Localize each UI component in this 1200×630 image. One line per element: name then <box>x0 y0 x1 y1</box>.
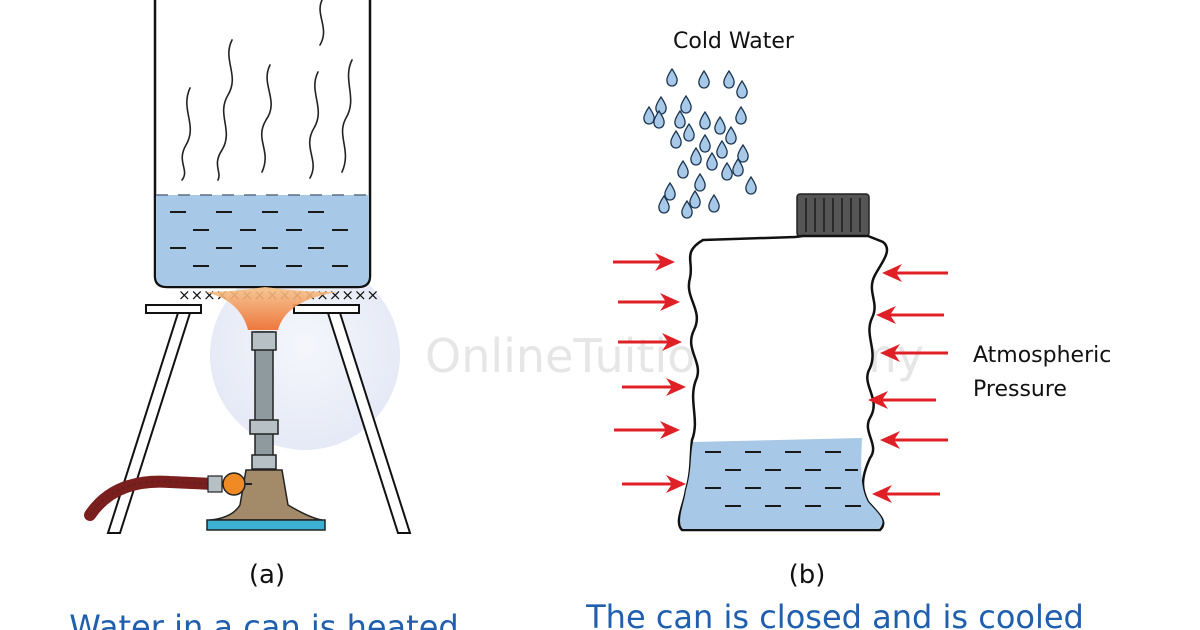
water-drop <box>721 161 733 181</box>
panel-a: ×××××××××××××××× (a) Water in a can is h… <box>69 0 459 630</box>
pressure-arrow <box>882 264 948 282</box>
bottle-cap-icon <box>796 193 870 237</box>
cold-water-label: Cold Water <box>673 29 795 54</box>
pressure-arrow <box>880 431 948 449</box>
panel-b: Cold Water Atmospheric Pressure (b) <box>585 29 1111 630</box>
water-drop <box>694 172 706 192</box>
water-drop <box>725 125 737 145</box>
panel-a-caption: Water in a can is heated <box>69 608 458 630</box>
water-drop <box>699 110 711 130</box>
pressure-label-line1: Atmospheric <box>973 343 1111 368</box>
water-drop <box>689 189 701 209</box>
water-drop <box>683 122 695 142</box>
water-drop <box>664 181 676 201</box>
pressure-arrow <box>613 253 675 271</box>
water-drop <box>737 143 749 163</box>
pressure-arrow <box>880 344 948 362</box>
pressure-arrow <box>618 333 682 351</box>
pressure-label-line2: Pressure <box>973 377 1067 402</box>
flame-icon <box>205 287 338 330</box>
water-drop <box>690 146 702 166</box>
cold-water-drops-icon <box>643 67 757 219</box>
water-drop <box>735 105 747 125</box>
water-drop <box>681 199 693 219</box>
pressure-arrows <box>613 253 948 503</box>
water-drop <box>714 115 726 135</box>
water-drop <box>674 109 686 129</box>
pressure-arrow <box>872 485 940 503</box>
pressure-arrow <box>622 378 686 396</box>
water-drop <box>655 95 667 115</box>
water-drop <box>716 139 728 159</box>
water-drop <box>699 133 711 153</box>
water-drop <box>732 157 744 177</box>
steam-icon <box>181 0 353 181</box>
water-drop <box>666 67 678 87</box>
pressure-arrow <box>868 391 936 409</box>
pressure-arrow <box>622 475 686 493</box>
water-drop <box>745 175 757 195</box>
tripod-stand <box>106 312 412 534</box>
water-drop <box>680 94 692 114</box>
pressure-arrow <box>614 421 680 439</box>
panel-b-caption: The can is closed and is cooled <box>585 598 1084 630</box>
water-drop <box>677 159 689 179</box>
pressure-arrow <box>876 306 944 324</box>
water-drop <box>706 151 718 171</box>
panel-a-label: (a) <box>249 560 285 590</box>
water-drop <box>658 194 670 214</box>
pressure-arrow <box>618 293 680 311</box>
water-drop <box>708 193 720 213</box>
water-drop <box>670 129 682 149</box>
water-dashes-b <box>705 451 861 507</box>
water-a <box>156 195 369 286</box>
water-drop <box>723 69 735 89</box>
water-drop <box>643 105 655 125</box>
panel-b-label: (b) <box>789 560 826 590</box>
water-dashes-a <box>170 211 348 267</box>
water-drop <box>736 79 748 99</box>
water-drop <box>653 109 665 129</box>
water-drop <box>698 69 710 89</box>
bunsen-burner-icon <box>84 331 326 531</box>
